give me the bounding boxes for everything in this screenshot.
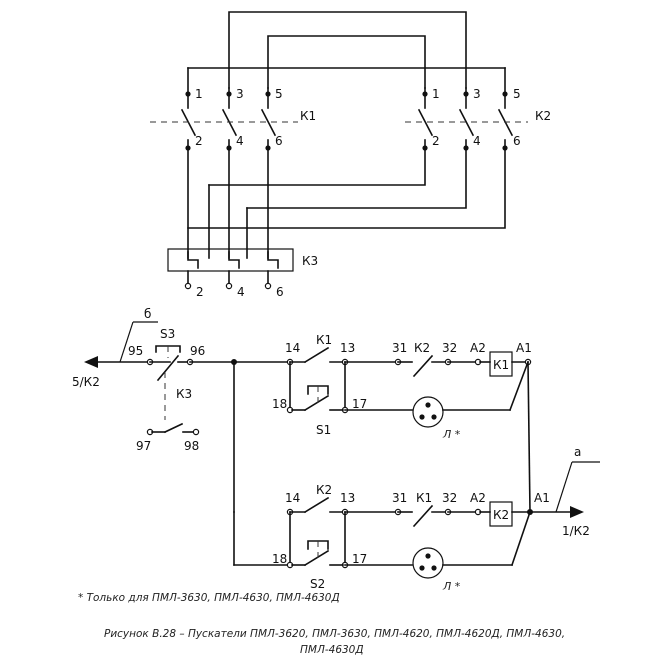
k2-coil-a1: А1 <box>534 491 550 505</box>
k1-hold-label: К1 <box>316 333 332 347</box>
k2-terminal-1: 1 <box>432 87 440 101</box>
k1-coil-a2: А2 <box>470 341 486 355</box>
k2-hold-terminal-13: 13 <box>340 491 355 505</box>
k2-terminal-2: 2 <box>432 134 440 148</box>
rung-k1: 14 К1 13 18 17 S1 31 К2 32 <box>272 333 532 441</box>
k2-coil-a2: А2 <box>470 491 486 505</box>
k2-interlock-terminal-32: 32 <box>442 341 457 355</box>
arrow-left-label: 5/К2 <box>72 375 100 389</box>
k1-terminal-4: 4 <box>236 134 244 148</box>
caption-line-1: Рисунок В.28 – Пускатели ПМЛ-3620, ПМЛ-3… <box>104 628 566 640</box>
s1-label: S1 <box>316 423 331 437</box>
k3-terminal-97: 97 <box>136 439 151 453</box>
mark-b: б <box>144 307 151 321</box>
k1-coil-label: К1 <box>493 358 509 372</box>
k3-terminal-2: 2 <box>196 285 204 299</box>
k3-terminal-6: 6 <box>276 285 284 299</box>
k2-terminal-3: 3 <box>473 87 481 101</box>
k1-hold-terminal-14: 14 <box>285 341 300 355</box>
s3-terminal-96: 96 <box>190 344 205 358</box>
s3-label: S3 <box>160 327 175 341</box>
k2-terminal-6: 6 <box>513 134 521 148</box>
k2-hold-terminal-14: 14 <box>285 491 300 505</box>
s1-terminal-17: 17 <box>352 397 367 411</box>
k2-hold-label: К2 <box>316 483 332 497</box>
k1-terminal-5: 5 <box>275 87 283 101</box>
k3-terminal-98: 98 <box>184 439 199 453</box>
s2-terminal-17: 17 <box>352 552 367 566</box>
k2-terminal-4: 4 <box>473 134 481 148</box>
k1-interlock-terminal-32: 32 <box>442 491 457 505</box>
k1-terminal-2: 2 <box>195 134 203 148</box>
arrow-right-label: 1/К2 <box>562 524 590 538</box>
k2-interlock-terminal-31: 31 <box>392 341 407 355</box>
power-wiring <box>187 11 506 259</box>
k1-terminal-3: 3 <box>236 87 244 101</box>
k1-terminal-6: 6 <box>275 134 283 148</box>
rung-k2: 14 К2 13 18 17 S2 31 К1 32 <box>233 361 600 593</box>
k2-label: К2 <box>535 109 551 123</box>
lamp-1-label: Л * <box>442 428 461 441</box>
k3-thermal-relay <box>167 248 294 290</box>
k2-terminal-5: 5 <box>513 87 521 101</box>
mark-a: а <box>574 445 581 459</box>
k1-label: К1 <box>300 109 316 123</box>
k1-coil-a1: А1 <box>516 341 532 355</box>
k3-auxiliary-contact: К3 97 98 <box>136 372 199 453</box>
s3-terminal-95: 95 <box>128 344 143 358</box>
lamp-2-label: Л * <box>442 580 461 593</box>
footnote: * Только для ПМЛ-3630, ПМЛ-4630, ПМЛ-463… <box>78 592 340 604</box>
k2-coil-label: К2 <box>493 508 509 522</box>
s2-label: S2 <box>310 577 325 591</box>
caption-line-2: ПМЛ-4630Д <box>300 644 364 656</box>
k2-interlock-label: К2 <box>414 341 430 355</box>
power-circuit: 1 3 5 2 4 6 К1 1 3 5 2 4 6 К2 К3 2 4 6 <box>150 11 551 299</box>
k2-main-contacts <box>405 67 528 151</box>
s1-terminal-18: 18 <box>272 397 287 411</box>
s3-stop-button: S3 95 96 <box>128 327 205 382</box>
k3-terminal-4: 4 <box>237 285 245 299</box>
k3-aux-label: К3 <box>176 387 192 401</box>
lamp-1-icon <box>412 396 444 428</box>
k1-hold-terminal-13: 13 <box>340 341 355 355</box>
lamp-2-icon <box>412 547 444 579</box>
k1-interlock-label: К1 <box>416 491 432 505</box>
k3-label: К3 <box>302 254 318 268</box>
s2-terminal-18: 18 <box>272 552 287 566</box>
k1-interlock-terminal-31: 31 <box>392 491 407 505</box>
left-input-line: б 5/К2 <box>72 307 158 389</box>
k1-main-contacts <box>150 67 298 151</box>
k1-terminal-1: 1 <box>195 87 203 101</box>
control-circuit: б 5/К2 S3 95 96 К3 97 98 <box>72 307 600 593</box>
